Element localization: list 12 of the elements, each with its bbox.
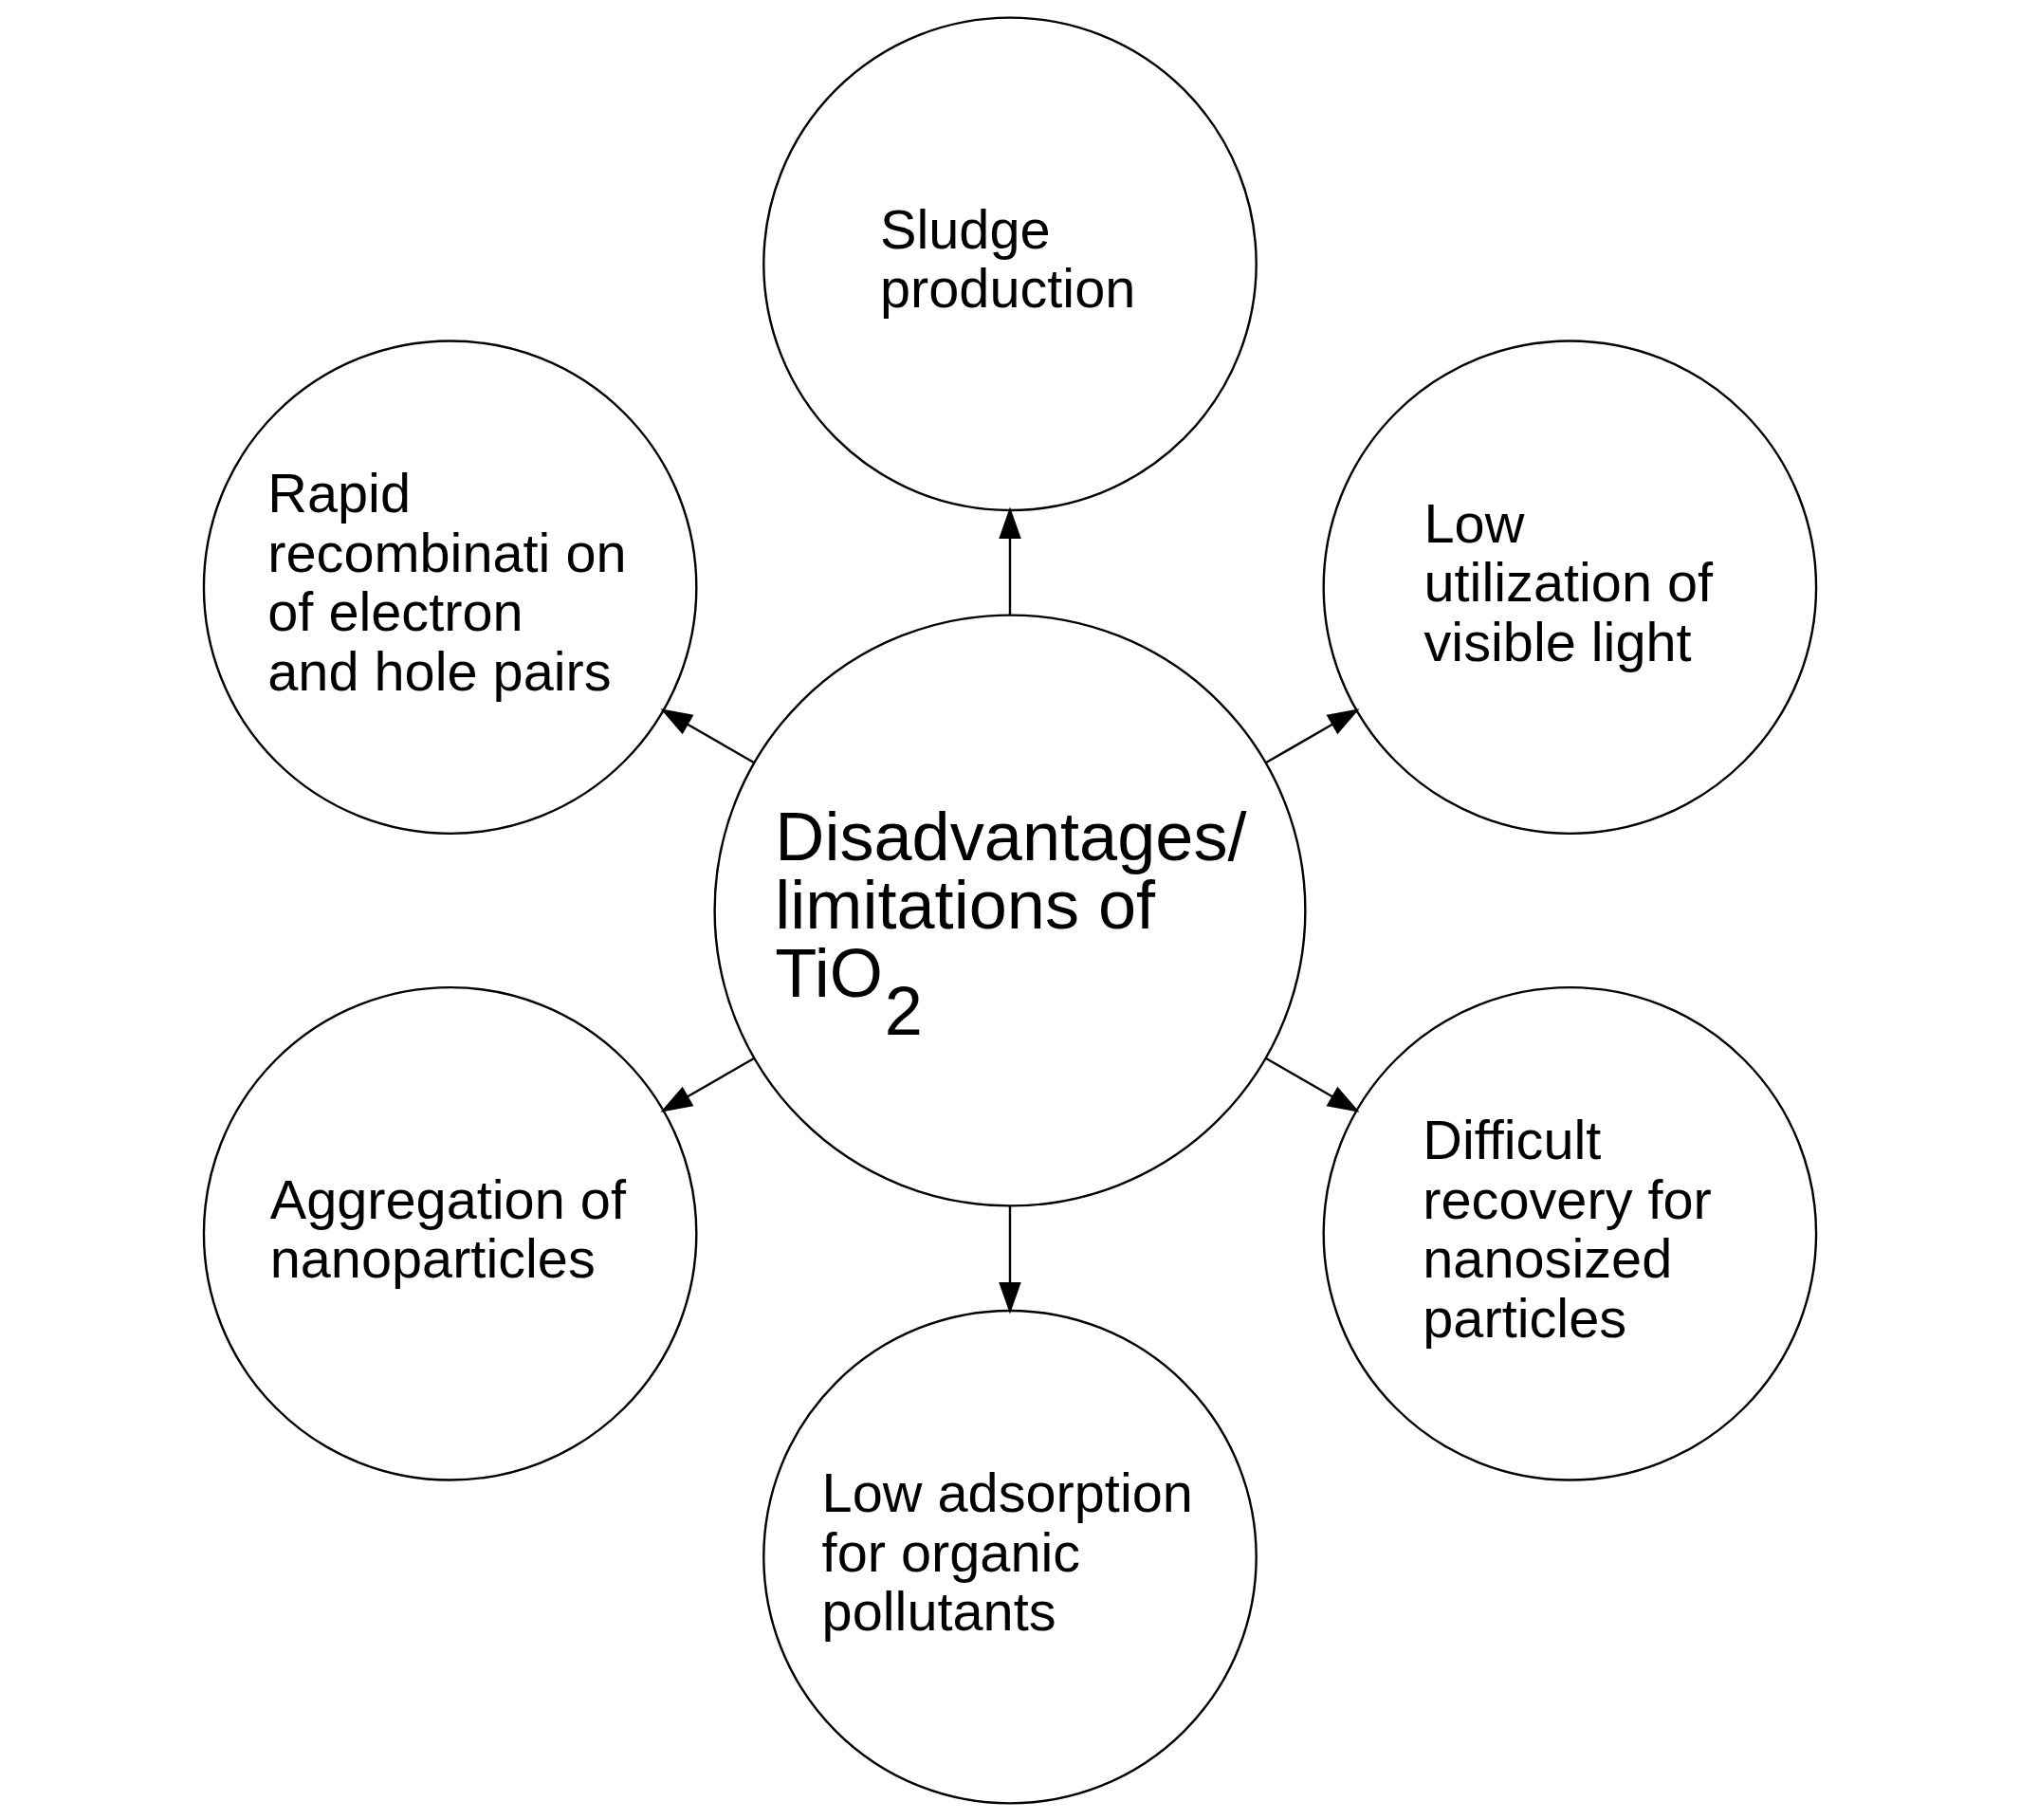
arrow <box>1265 1057 1360 1112</box>
node-circle: Aggregation of nanoparticles <box>202 985 698 1481</box>
node-circle: Rapid recombinati on of electron and hole pairs <box>202 339 698 835</box>
node-circle: Difficult recovery for nanosized particles <box>1322 985 1818 1481</box>
arrow <box>999 1205 1021 1314</box>
node-circle: Low adsorption for organic pollutants <box>762 1309 1258 1805</box>
arrow <box>999 506 1021 615</box>
arrow <box>1265 708 1360 763</box>
arrow <box>660 1057 755 1112</box>
arrow <box>660 708 755 763</box>
node-circle: Sludge production <box>762 15 1258 511</box>
node-circle: Low utilization of visible light <box>1322 339 1818 835</box>
